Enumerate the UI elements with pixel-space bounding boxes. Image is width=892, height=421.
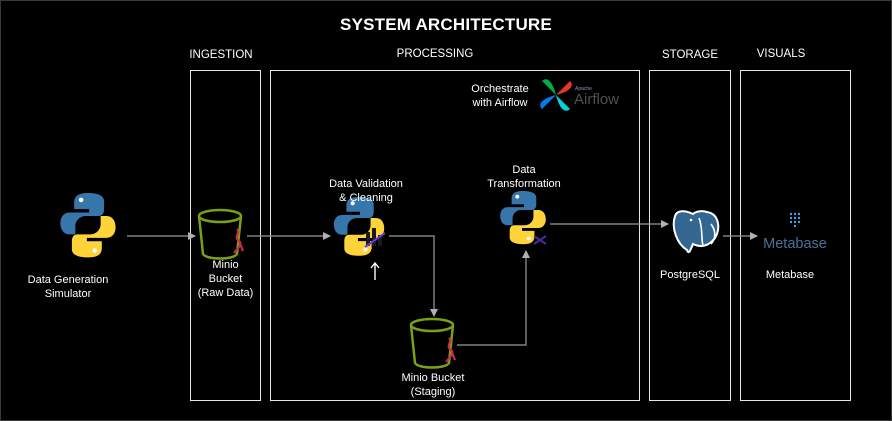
label-line: & Cleaning	[339, 192, 393, 204]
section-label-storage: STORAGE	[661, 49, 719, 61]
label-data-validation: Data Validation & Cleaning	[314, 177, 418, 205]
validation-overlay-icon	[364, 228, 386, 280]
label-line: (Staging)	[410, 386, 456, 398]
page-title: SYSTEM ARCHITECTURE	[340, 15, 552, 34]
airflow-logo-small: Apache	[575, 86, 592, 92]
label-line: Data	[512, 164, 536, 176]
label-line: Transformation	[487, 178, 561, 190]
arrow-staging-to-transform	[457, 250, 530, 346]
label-line: (Raw Data)	[197, 287, 254, 299]
minio-bucket-icon-staging	[409, 317, 457, 369]
python-icon-validation	[333, 197, 385, 256]
python-icon-transformation	[500, 191, 546, 245]
label-line: Minio Bucket	[401, 372, 465, 384]
section-label-processing: PROCESSING	[396, 48, 474, 60]
airflow-icon	[540, 79, 572, 111]
label-line: Data Validation	[329, 178, 403, 190]
postgresql-icon	[672, 210, 720, 254]
label-line: Bucket	[208, 273, 243, 285]
section-label-visuals: VISUALS	[756, 48, 806, 60]
transformation-overlay-icon	[533, 235, 547, 245]
airflow-logo-text: Airflow	[574, 91, 619, 108]
label-line: Minio	[212, 259, 239, 271]
label-airflow-orchestrate: Orchestrate with Airflow	[460, 82, 540, 110]
label-line: Orchestrate	[471, 83, 529, 95]
python-icon-simulator	[60, 193, 116, 258]
label-line: Data Generation	[27, 274, 109, 286]
label-metabase: Metabase	[765, 269, 815, 281]
label-minio-raw: Minio Bucket (Raw Data)	[188, 258, 263, 300]
label-data-transformation: Data Transformation	[474, 163, 574, 191]
label-line: with Airflow	[472, 97, 528, 109]
metabase-logo-text: Metabase	[763, 236, 827, 252]
arrow-validation-to-staging	[389, 235, 438, 317]
label-postgresql: PostgreSQL	[660, 269, 720, 281]
label-data-generation-simulator: Data Generation Simulator	[18, 273, 118, 301]
label-minio-staging: Minio Bucket (Staging)	[384, 371, 482, 399]
section-label-ingestion: INGESTION	[189, 49, 253, 61]
label-line: Simulator	[44, 288, 92, 300]
metabase-icon	[789, 212, 801, 228]
minio-bucket-icon-raw	[197, 208, 245, 260]
